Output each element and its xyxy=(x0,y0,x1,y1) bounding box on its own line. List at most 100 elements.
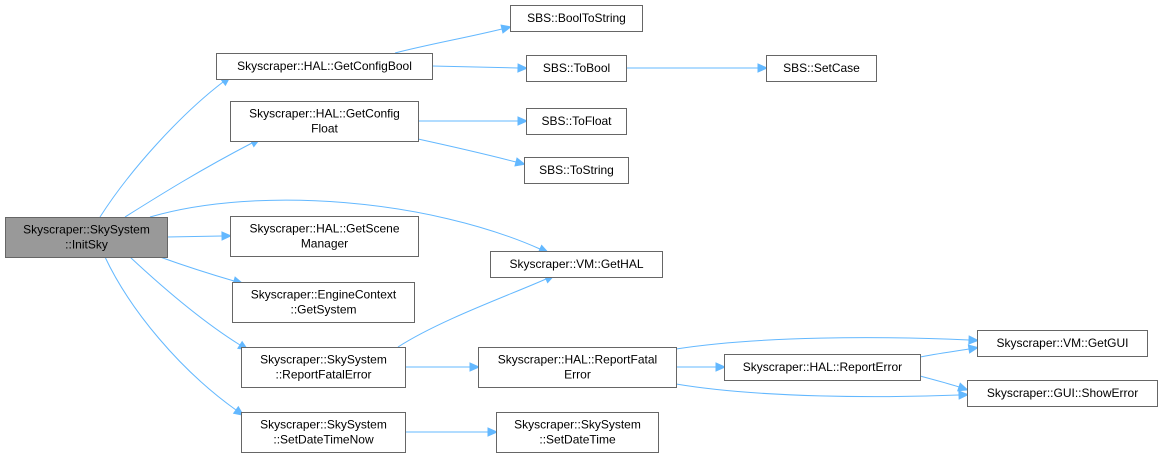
edge-line xyxy=(159,256,235,282)
edge-ReportError-to-ShowError xyxy=(919,375,969,392)
edge-line xyxy=(104,256,237,411)
node-ShowError[interactable]: Skyscraper::GUI::ShowError xyxy=(967,380,1158,407)
node-box xyxy=(5,217,168,258)
node-ReportFatalErrorSS[interactable]: Skyscraper::SkySystem::ReportFatalError xyxy=(241,347,406,388)
node-label-line: Skyscraper::GUI::ShowError xyxy=(987,386,1138,400)
arrowhead-icon xyxy=(469,362,481,372)
edge-GetConfigBool-to-ToBool xyxy=(431,63,529,73)
edge-line xyxy=(129,256,241,346)
arrowhead-icon xyxy=(514,157,526,167)
edge-line xyxy=(919,375,960,388)
arrowhead-icon xyxy=(517,116,529,126)
arrowhead-icon xyxy=(968,335,980,345)
node-label-line: Skyscraper::HAL::GetScene xyxy=(249,222,399,236)
edge-GetConfigFloat-to-ToFloat xyxy=(418,116,529,126)
node-ReportFatalErrorHAL[interactable]: Skyscraper::HAL::ReportFatalError xyxy=(478,347,677,388)
node-ReportError[interactable]: Skyscraper::HAL::ReportError xyxy=(724,354,921,381)
node-label-line: Skyscraper::HAL::ReportError xyxy=(743,360,902,374)
node-label-line: SBS::SetCase xyxy=(783,61,860,75)
edge-line xyxy=(431,65,519,69)
node-ToFloat[interactable]: SBS::ToFloat xyxy=(526,108,627,135)
nodes-layer: Skyscraper::SkySystem::InitSkySkyscraper… xyxy=(5,5,1158,453)
node-ToBool[interactable]: SBS::ToBool xyxy=(526,55,627,82)
node-box xyxy=(490,251,663,278)
node-GetHAL[interactable]: Skyscraper::VM::GetHAL xyxy=(490,251,663,278)
node-box xyxy=(230,216,419,257)
edge-ToBool-to-SetCase xyxy=(626,63,769,73)
node-box xyxy=(216,53,433,80)
edge-InitSky-to-ReportFatalErrorSS xyxy=(129,256,249,351)
edge-line xyxy=(124,142,253,218)
node-InitSky[interactable]: Skyscraper::SkySystem::InitSky xyxy=(5,217,168,258)
node-label-line: ::ReportFatalError xyxy=(275,368,371,382)
node-box xyxy=(977,330,1148,357)
node-box xyxy=(967,380,1158,407)
node-box xyxy=(230,101,419,142)
edge-line xyxy=(417,138,517,163)
arrowhead-icon xyxy=(232,405,245,416)
node-SetCase[interactable]: SBS::SetCase xyxy=(766,55,877,82)
edge-ReportError-to-GetGUI xyxy=(919,344,980,358)
edge-line xyxy=(397,278,547,348)
node-box xyxy=(510,5,643,32)
edge-line xyxy=(675,383,960,398)
arrowhead-icon xyxy=(957,382,969,392)
edge-InitSky-to-GetSceneManager xyxy=(166,231,233,241)
node-box xyxy=(232,282,415,323)
arrowhead-icon xyxy=(958,390,970,400)
node-GetGUI[interactable]: Skyscraper::VM::GetGUI xyxy=(977,330,1148,357)
edge-InitSky-to-GetConfigFloat xyxy=(124,138,262,218)
node-GetConfigBool[interactable]: Skyscraper::HAL::GetConfigBool xyxy=(216,53,433,80)
edge-line xyxy=(149,199,541,250)
node-label-line: Manager xyxy=(301,237,348,251)
node-label-line: Skyscraper::HAL::GetConfigBool xyxy=(237,59,412,73)
node-label-line: Skyscraper::HAL::ReportFatal xyxy=(498,353,657,367)
node-BoolToString[interactable]: SBS::BoolToString xyxy=(510,5,643,32)
arrowhead-icon xyxy=(967,344,980,354)
edge-SetDateTimeNow-to-SetDateTime xyxy=(405,427,499,437)
node-GetSystem[interactable]: Skyscraper::EngineContext::GetSystem xyxy=(232,282,415,323)
node-box xyxy=(526,108,627,135)
node-label-line: ::SetDateTime xyxy=(539,433,616,447)
arrowhead-icon xyxy=(487,427,499,437)
arrowhead-icon xyxy=(517,63,529,73)
edge-ReportFatalErrorSS-to-GetHAL xyxy=(397,274,556,348)
edge-ReportFatalErrorHAL-to-ReportError xyxy=(676,362,727,372)
node-label-line: SBS::ToFloat xyxy=(541,114,612,128)
node-label-line: Float xyxy=(311,122,338,136)
node-label-line: Skyscraper::VM::GetHAL xyxy=(509,257,643,271)
node-label-line: SBS::ToBool xyxy=(543,61,610,75)
node-box xyxy=(496,412,659,453)
node-ToString[interactable]: SBS::ToString xyxy=(524,157,629,184)
edge-line xyxy=(675,337,970,350)
node-box xyxy=(766,55,877,82)
node-label-line: ::GetSystem xyxy=(290,303,356,317)
node-box xyxy=(241,412,406,453)
edge-InitSky-to-GetConfigBool xyxy=(99,75,232,218)
edge-ReportFatalErrorHAL-to-ShowError xyxy=(675,383,970,400)
edge-line xyxy=(394,28,503,54)
node-box xyxy=(241,347,406,388)
edge-GetConfigBool-to-BoolToString xyxy=(394,24,512,54)
edge-ReportFatalErrorHAL-to-GetGUI xyxy=(675,335,980,350)
edge-ReportFatalErrorSS-to-ReportFatalErrorHAL xyxy=(405,362,481,372)
node-label-line: Skyscraper::SkySystem xyxy=(23,223,150,237)
edge-line xyxy=(99,81,224,218)
node-label-line: SBS::BoolToString xyxy=(527,11,626,25)
node-SetDateTimeNow[interactable]: Skyscraper::SkySystem::SetDateTimeNow xyxy=(241,412,406,453)
arrowhead-icon xyxy=(757,63,769,73)
node-label-line: Skyscraper::HAL::GetConfig xyxy=(249,107,400,121)
node-SetDateTime[interactable]: Skyscraper::SkySystem::SetDateTime xyxy=(496,412,659,453)
node-label-line: Skyscraper::SkySystem xyxy=(260,353,387,367)
node-box xyxy=(526,55,627,82)
node-box xyxy=(524,157,629,184)
node-label-line: ::SetDateTimeNow xyxy=(273,433,374,447)
edge-InitSky-to-GetSystem xyxy=(159,256,244,286)
edge-InitSky-to-SetDateTimeNow xyxy=(104,256,245,416)
node-label-line: Error xyxy=(564,368,591,382)
node-label-line: Skyscraper::SkySystem xyxy=(260,418,387,432)
node-label-line: Skyscraper::VM::GetGUI xyxy=(996,336,1128,350)
